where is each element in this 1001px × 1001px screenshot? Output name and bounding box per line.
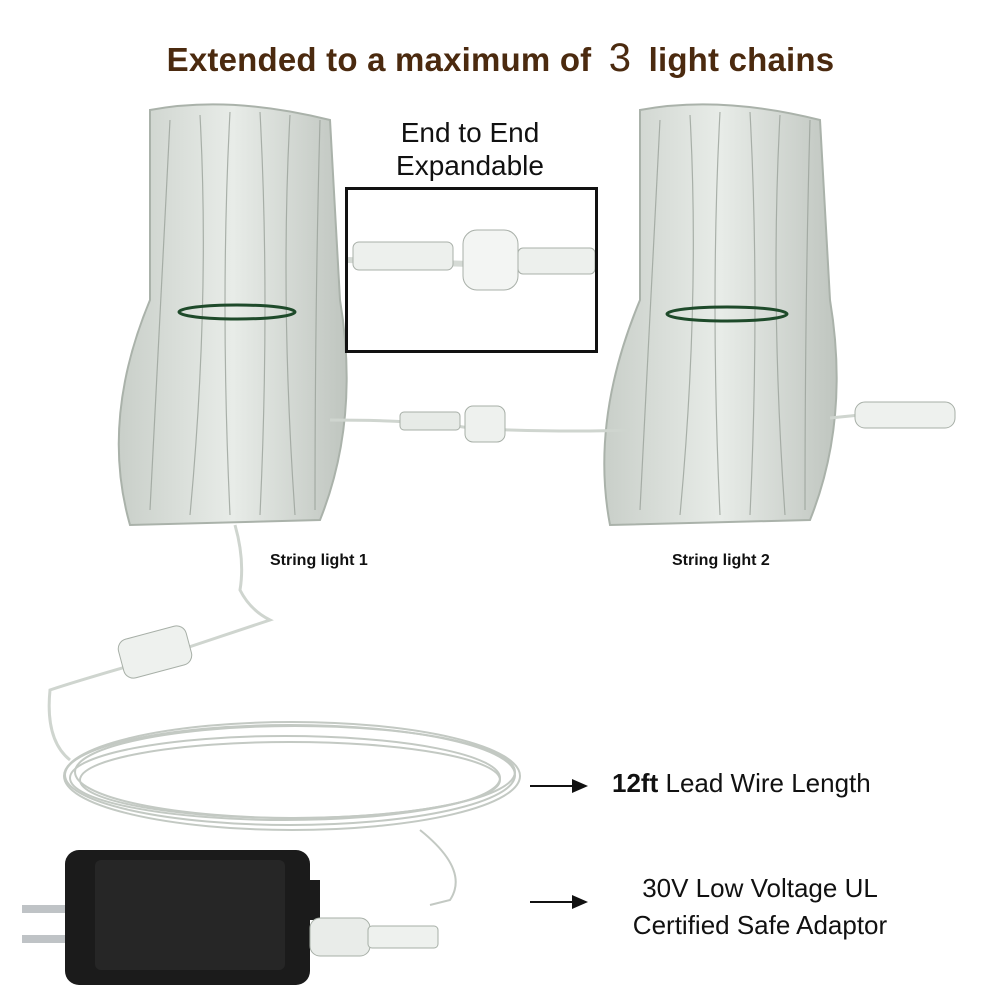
headline-number: 3 [608, 36, 632, 80]
headline-suffix: light chains [648, 41, 835, 78]
connector-closeup-image [347, 229, 596, 291]
connector-closeup-inset [345, 187, 598, 353]
inset-caption: End to End Expandable [340, 116, 600, 182]
label-string-light-2: String light 2 [672, 552, 770, 569]
inset-caption-line1: End to End [400, 117, 540, 148]
string-light-1-bundle [117, 103, 348, 527]
adaptor-callout: 30V Low Voltage UL Certified Safe Adapto… [600, 870, 920, 944]
adaptor-line1: 30V Low Voltage UL [642, 873, 878, 903]
end-connector [854, 401, 956, 429]
arrow-right-icon [530, 895, 588, 909]
string-light-2-bundle [603, 103, 838, 527]
adaptor-line2: Certified Safe Adaptor [632, 910, 888, 940]
power-adaptor [22, 850, 439, 985]
arrow-right-icon [530, 779, 588, 793]
headline-prefix: Extended to a maximum of [166, 41, 592, 78]
lead-wire-text: Lead Wire Length [665, 768, 871, 798]
inset-caption-line2: Expandable [396, 150, 544, 181]
lead-wire-callout: 12ft Lead Wire Length [612, 768, 871, 799]
headline: Extended to a maximum of 3 light chains [0, 36, 1001, 81]
lead-wire-coil [63, 721, 521, 906]
label-string-light-1: String light 1 [270, 552, 368, 569]
lead-connector [117, 625, 193, 679]
lead-wire-length: 12ft [612, 768, 659, 798]
